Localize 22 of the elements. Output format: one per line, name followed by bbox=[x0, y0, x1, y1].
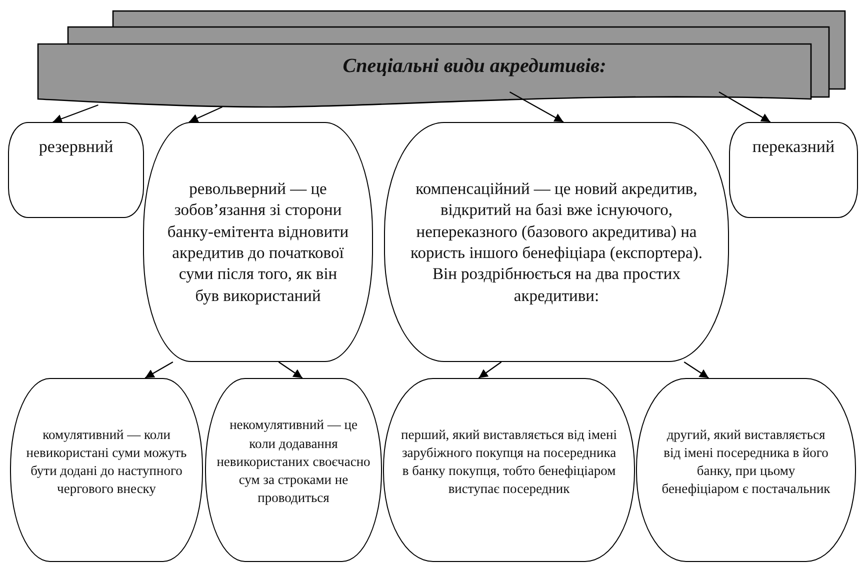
rounded-box bbox=[143, 122, 373, 362]
node-text: перший, який виставляється від імені зарубіжного покупця на посередника в банку покупця, тобто бенефіціаром виступає посередник bbox=[400, 426, 618, 498]
node-text: компенсаційний — це новий акредитив, відкритий на базі вже існуючого, непереказного (базового акредитива) на користь іншого бенефіціара (експортера). Він роздрібнюється на два простих акредитиви: bbox=[410, 178, 704, 306]
rounded-box bbox=[384, 122, 729, 362]
arrow bbox=[278, 362, 303, 378]
arrow bbox=[188, 106, 222, 123]
banner-title: Спеціальні види акредитивів: bbox=[342, 55, 606, 78]
banner-shape bbox=[37, 43, 812, 109]
node-text: некомулятивний — це коли додавання невикористаних своєчасно сум за строками не проводиться bbox=[216, 416, 371, 508]
node-text: переказний bbox=[752, 137, 835, 158]
arrow bbox=[684, 362, 709, 378]
node-text: комулятивний — коли невикористані суми можуть бути додані до наступного чергового внеску bbox=[25, 426, 188, 498]
arrow bbox=[478, 362, 502, 378]
node-text: другий, який виставляється від імені посередника в його банку, при цьому бенефіціаром є постачальник bbox=[661, 426, 831, 498]
rounded-box bbox=[729, 122, 858, 218]
rounded-box bbox=[8, 122, 144, 218]
arrow bbox=[509, 91, 564, 123]
arrow bbox=[718, 91, 771, 123]
arrow bbox=[144, 361, 174, 379]
node-text: резервний bbox=[38, 137, 114, 158]
node-text: револьверний — це зобов’язання зі сторони банку-емітента відновити акредитив до початкової суми після того, як він був використаний bbox=[166, 178, 350, 306]
arrow bbox=[52, 104, 98, 124]
